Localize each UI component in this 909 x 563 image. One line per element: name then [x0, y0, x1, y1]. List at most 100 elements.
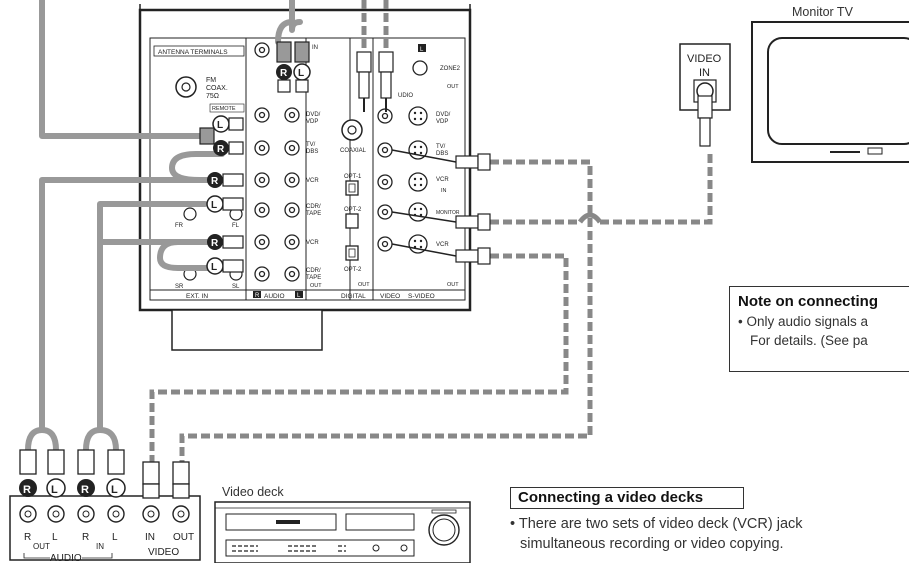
vcr1-plug-r-letter: R [211, 176, 219, 187]
dash-vcr-in-2 [149, 253, 569, 466]
audio-jacks [254, 42, 300, 282]
cable-zone-loop [275, 0, 303, 45]
opt2-label-1: OPT-2 [344, 207, 362, 213]
cable-deck-r1 [25, 427, 45, 453]
tv-video-label: VIDEO [687, 53, 722, 65]
vcr2-plug-r-letter: R [211, 238, 219, 249]
note-line-2: For details. (See pa [750, 333, 868, 348]
receiver-top-ridge [139, 4, 471, 10]
vcr-label-video-2: VCR [436, 242, 449, 248]
vcr-label-audio-1: VCR [306, 178, 319, 184]
fr-label: FR [175, 223, 184, 229]
digital-section-label: DIGITAL [341, 293, 366, 300]
deck-plug-l2: L [111, 484, 118, 496]
in-badge-top: IN [312, 45, 318, 51]
dbs-label-video: DBS [436, 151, 448, 157]
opt2-jack-1 [345, 213, 359, 229]
udio-label: UDIO [398, 93, 413, 99]
cdr-label-audio-2: CDR/ [306, 268, 321, 274]
ch-r-badge-audio: R [255, 293, 260, 299]
vcr-label-video-1: VCR [436, 177, 449, 183]
dash-monitor [490, 150, 713, 225]
deck-l-label-1: L [52, 532, 58, 543]
ext-in-label: EXT. IN [186, 293, 208, 300]
video-cables [149, 0, 713, 466]
antenna-terminals-label: ANTENNA TERMINALS [158, 49, 228, 56]
zone-plug-l-letter: L [298, 68, 304, 79]
dvd-label-video: DVD/ [436, 112, 451, 118]
receiver-foot [171, 309, 323, 351]
audio-cables [25, 0, 303, 453]
vcr1-plug-l-letter: L [211, 200, 217, 211]
video-jacks [377, 108, 393, 252]
out-badge-audio: OUT [310, 283, 322, 289]
deck-audio-label: AUDIO [50, 553, 82, 563]
ohm-label: 75Ω [206, 93, 219, 100]
cable-deck-l1 [39, 427, 59, 453]
out-badge-video: OUT [447, 282, 459, 288]
fl-label: FL [232, 223, 240, 229]
vdp-label-audio: VDP [306, 119, 318, 125]
note-line-1: • Only audio signals a [738, 314, 869, 329]
video-section-label: VIDEO [380, 293, 400, 300]
deck-l-label-2: L [112, 532, 118, 543]
cdr-label-audio-1: CDR/ [306, 204, 321, 210]
in-badge-video: IN [441, 188, 447, 194]
vcr2-plug-l-letter: L [211, 262, 217, 273]
tape-label-audio-1: TAPE [306, 211, 321, 217]
deck-plug-l1: L [51, 484, 58, 496]
deck-jack-panel [9, 495, 201, 561]
tv-screen [767, 37, 909, 145]
deck-r-label-2: R [82, 532, 89, 543]
connecting-line-2: simultaneous recording or video copying. [520, 536, 784, 552]
tv-label-audio: TV/ [306, 142, 316, 148]
cable-deck-r2 [83, 427, 103, 453]
sl-label: SL [232, 284, 240, 290]
remote-plug-r-letter: R [217, 144, 225, 155]
monitor-label: MONITOR [436, 210, 460, 216]
dash-crossover-bridge [577, 212, 603, 224]
cable-deck-l2 [97, 427, 119, 453]
cable-vcr2-down [97, 239, 181, 433]
cable-remote-loop [39, 0, 203, 139]
tv-label-video: TV/ [436, 144, 446, 150]
s-video-section-label: S-VIDEO [408, 293, 435, 300]
deck-r-label-1: R [24, 532, 31, 543]
vdp-label-video: VDP [436, 119, 448, 125]
dvd-label-audio: DVD/ [306, 112, 321, 118]
dash-tv-dbs [179, 159, 593, 466]
out-badge-zone2: OUT [447, 84, 459, 90]
monitor-tv-label: Monitor TV [792, 5, 853, 19]
ch-l-badge-audio: L [297, 293, 301, 299]
remote-plug-l-letter: L [217, 120, 223, 131]
remote-label: REMOTE [212, 106, 236, 112]
tv-in-label: IN [699, 67, 710, 79]
note-box: Note on connecting • Only audio signals … [729, 286, 909, 372]
vcr-label-audio-2: VCR [306, 240, 319, 246]
ch-l-badge-zone2: L [420, 47, 424, 53]
zone-plug-r-letter: R [280, 68, 288, 79]
video-deck-front [214, 501, 471, 563]
coaxial-label: COAXIAL [340, 148, 367, 154]
note-title: Note on connecting [738, 293, 878, 310]
cable-r-out-down [39, 177, 203, 433]
deck-plug-r2: R [81, 484, 89, 496]
video-deck-jacks: R L R L R OUT L R IN L AUDIO IN OUT VIDE… [9, 449, 201, 563]
deck-video-label: VIDEO [148, 547, 179, 558]
fm-label: FM [206, 77, 216, 84]
sr-label: SR [175, 284, 184, 290]
deck-out-label: OUT [33, 542, 50, 551]
dbs-label-audio: DBS [306, 149, 318, 155]
connecting-title-box: Connecting a video decks [510, 487, 744, 509]
deck-video-out-label: OUT [173, 532, 194, 543]
zone2-label: ZONE2 [440, 66, 461, 72]
zone2-jack [412, 60, 428, 76]
connecting-title: Connecting a video decks [518, 489, 704, 506]
receiver-plugs: R L L R R L R L [199, 41, 491, 275]
deck-in-label: IN [96, 542, 104, 551]
opt1-label: OPT-1 [344, 174, 362, 180]
tape-label-audio-2: TAPE [306, 275, 321, 281]
video-deck-label: Video deck [222, 485, 284, 499]
